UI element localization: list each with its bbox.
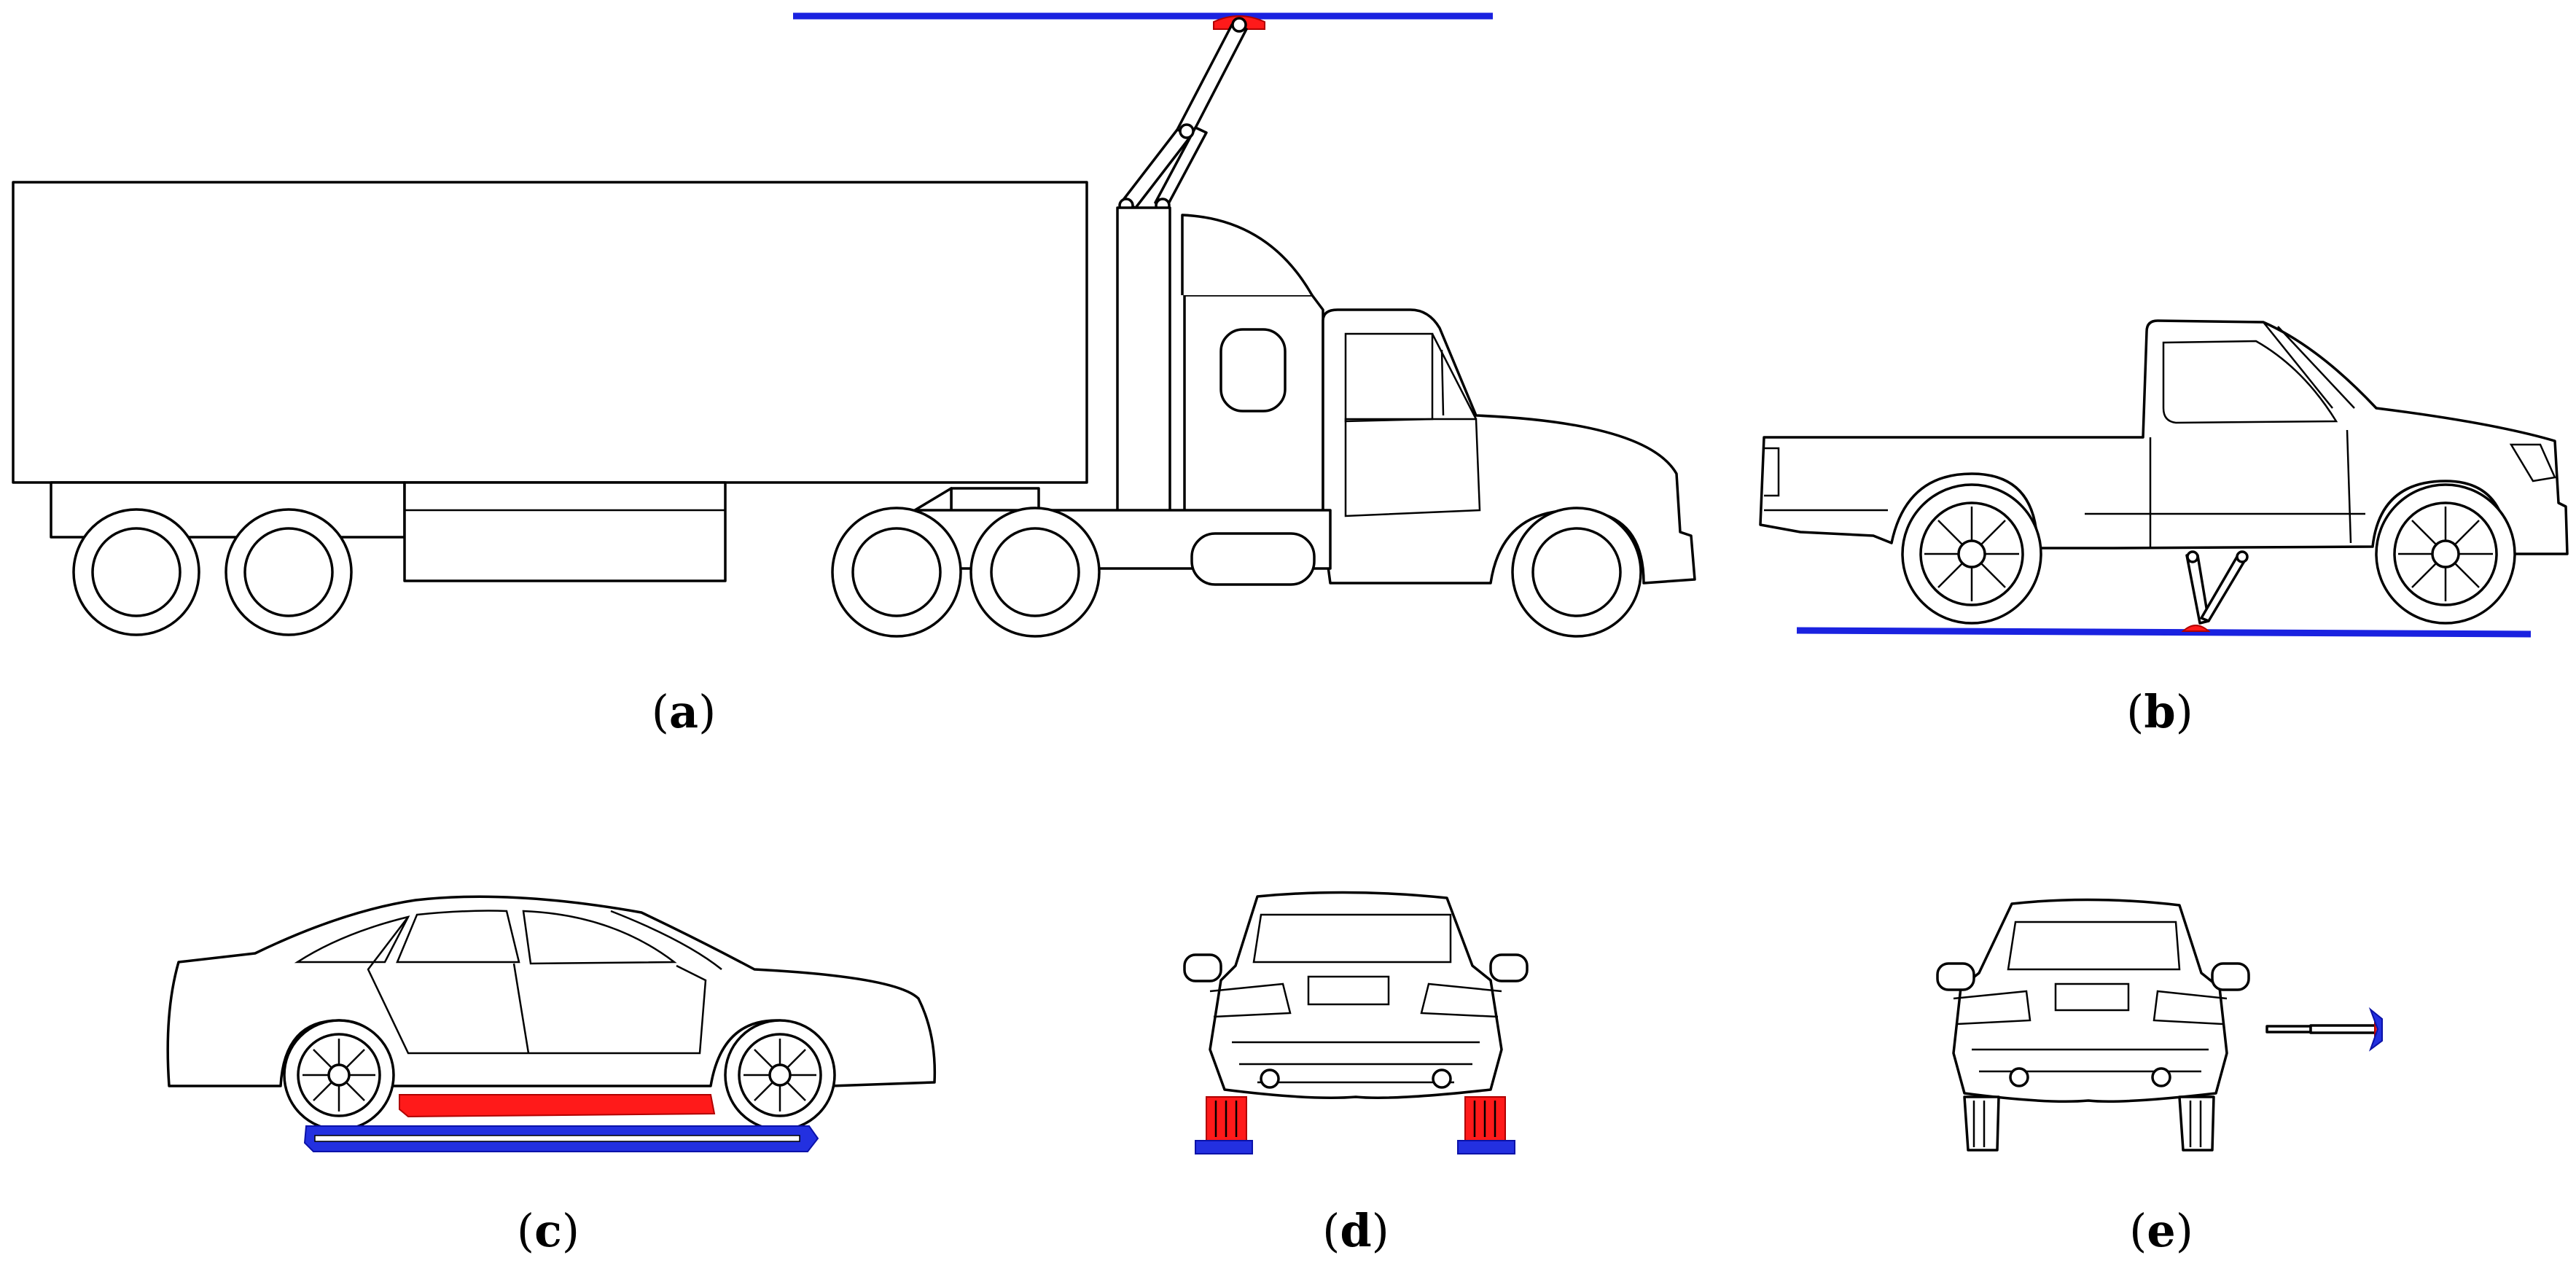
right-ground-contact	[1457, 1140, 1515, 1154]
panel-a-drawing	[12, 12, 1696, 638]
side-conductor-rail	[2368, 1007, 2383, 1052]
ground-conductive-rail	[1796, 627, 2532, 638]
left-ground-contact	[1195, 1140, 1253, 1154]
fuel-tank	[1190, 532, 1316, 586]
rear-car-body-d	[1209, 891, 1503, 1099]
panel-label-b: (b)	[2126, 685, 2193, 738]
sedan-front-wheel	[724, 1019, 836, 1131]
trailer-side-box	[403, 481, 727, 582]
trailer-chassis	[50, 481, 406, 539]
trailer-wheel-1	[72, 508, 200, 636]
panel-label-a: (a)	[652, 685, 717, 738]
underbody-contact-arm	[2185, 550, 2249, 625]
tractor-front-wheel	[1511, 507, 1642, 638]
sedan-rear-wheel	[283, 1019, 395, 1131]
panel-b-drawing	[1759, 319, 2569, 638]
pickup-body	[1759, 319, 2569, 555]
pickup-rear-wheel	[1901, 483, 2042, 625]
trailer-box	[12, 181, 1088, 484]
tractor-cab	[1116, 206, 1696, 585]
panel-label-c: (c)	[517, 1204, 579, 1257]
tractor-rear-wheel-1	[831, 507, 962, 638]
panel-d-drawing	[1183, 891, 1529, 1154]
tractor-rear-wheel-2	[969, 507, 1101, 638]
vehicle-receiver-pad	[399, 1094, 716, 1118]
panel-label-e: (e)	[2129, 1204, 2193, 1257]
pantograph-arm	[1118, 17, 1248, 214]
side-contact-arm	[2265, 1024, 2378, 1034]
rear-car-body-e	[1952, 898, 2228, 1103]
panel-c-drawing	[166, 895, 937, 1152]
panel-e-drawing	[1936, 898, 2383, 1152]
pickup-front-wheel	[2375, 483, 2516, 625]
panel-label-d: (d)	[1322, 1204, 1389, 1257]
underbody-collector-head	[2181, 625, 2211, 632]
trailer-wheel-2	[225, 508, 353, 636]
